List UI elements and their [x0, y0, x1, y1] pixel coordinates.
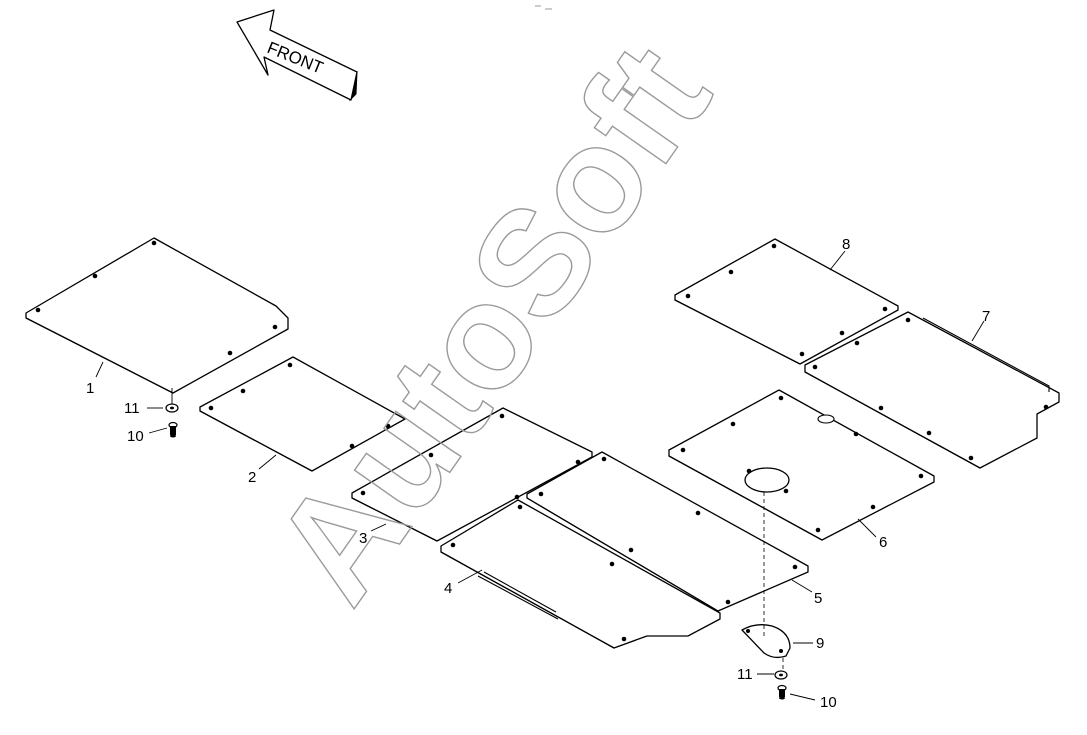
cover-plate-5	[526, 451, 809, 612]
callout-2: 2	[248, 469, 256, 486]
callout-1: 1	[86, 380, 94, 397]
bolt-right	[777, 684, 787, 700]
callout-5: 5	[814, 590, 822, 607]
cover-plate-8	[674, 238, 899, 365]
callout-washer-left: 11	[124, 400, 140, 417]
cover-plate-7	[804, 311, 1060, 469]
cover-plate-3	[351, 407, 593, 542]
leader-lines	[95, 250, 985, 701]
hole-cover-9	[741, 624, 791, 659]
callout-bolt-left: 10	[127, 428, 144, 445]
top-mark	[535, 5, 552, 10]
cover-plate-2	[199, 356, 406, 472]
callout-washer-right: 11	[737, 666, 753, 683]
callout-6: 6	[879, 534, 887, 551]
washer-left	[165, 403, 179, 413]
callout-8: 8	[842, 236, 850, 253]
bolt-left	[168, 421, 178, 438]
cover-plate-4	[440, 499, 721, 649]
washer-right	[774, 670, 788, 680]
callout-9: 9	[816, 635, 824, 652]
cover-plate-6	[668, 389, 935, 541]
callout-bolt-right: 10	[820, 694, 837, 711]
front-arrow: FRONT	[236, 9, 358, 102]
callout-7: 7	[982, 308, 990, 325]
callout-4: 4	[444, 580, 452, 597]
cover-plate-1	[25, 237, 289, 394]
callout-3: 3	[359, 530, 367, 547]
